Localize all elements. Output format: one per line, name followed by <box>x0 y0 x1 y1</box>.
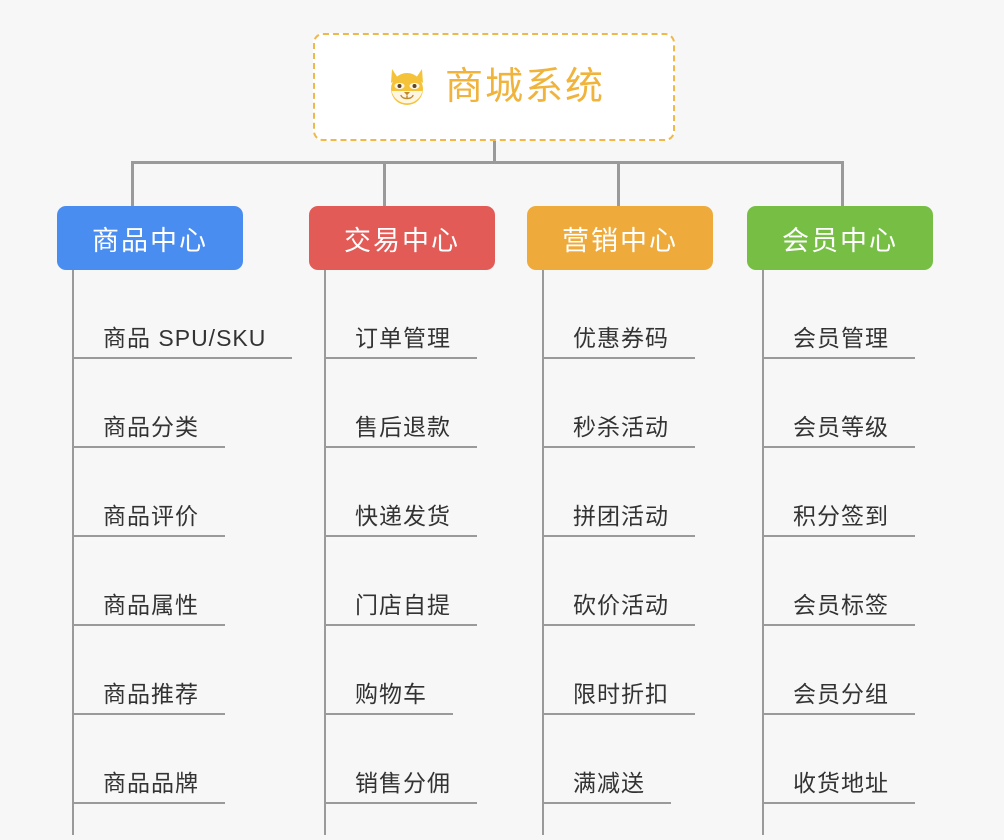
list-item[interactable]: 会员分组 <box>747 626 977 715</box>
shiba-dog-icon <box>383 63 431 111</box>
branch-column-2: 交易中心 订单管理 售后退款 快递发货 门店自提 购物车 销售分佣 <box>309 206 559 835</box>
branch-spine-2 <box>324 270 326 835</box>
list-item[interactable]: 商品 SPU/SKU <box>57 270 307 359</box>
connector-drop-2 <box>383 161 386 208</box>
list-item[interactable]: 收货地址 <box>747 715 977 804</box>
list-item[interactable]: 商品推荐 <box>57 626 307 715</box>
branch-header-label: 交易中心 <box>344 225 460 256</box>
leaf-label: 优惠券码 <box>573 324 669 351</box>
list-item[interactable]: 订单管理 <box>309 270 559 359</box>
branch-header-label: 商品中心 <box>92 225 208 256</box>
leaf-label: 拼团活动 <box>573 502 669 529</box>
root-node[interactable]: 商城系统 <box>313 33 675 141</box>
list-item[interactable]: 会员标签 <box>747 537 977 626</box>
list-item[interactable]: 商品分类 <box>57 359 307 448</box>
leaf-label: 商品属性 <box>103 591 199 618</box>
leaf-label: 会员等级 <box>793 413 889 440</box>
list-item[interactable]: 优惠券码 <box>527 270 757 359</box>
leaf-label: 商品 SPU/SKU <box>103 324 267 351</box>
leaf-label: 收货地址 <box>793 769 889 796</box>
leaf-label: 会员标签 <box>793 591 889 618</box>
leaf-label: 商品分类 <box>103 413 199 440</box>
connector-drop-4 <box>841 161 844 208</box>
leaf-label: 售后退款 <box>355 413 451 440</box>
list-item[interactable]: 商品属性 <box>57 537 307 626</box>
list-item[interactable]: 拼团活动 <box>527 448 757 537</box>
list-item[interactable]: 砍价活动 <box>527 537 757 626</box>
list-item[interactable]: 门店自提 <box>309 537 559 626</box>
leaf-label: 门店自提 <box>355 591 451 618</box>
branch-leaves-4: 会员管理 会员等级 积分签到 会员标签 会员分组 收货地址 <box>747 270 977 804</box>
branch-column-4: 会员中心 会员管理 会员等级 积分签到 会员标签 会员分组 收货地址 <box>747 206 977 835</box>
list-item[interactable]: 秒杀活动 <box>527 359 757 448</box>
leaf-label: 秒杀活动 <box>573 413 669 440</box>
list-item[interactable]: 快递发货 <box>309 448 559 537</box>
list-item[interactable]: 积分签到 <box>747 448 977 537</box>
list-item[interactable]: 会员等级 <box>747 359 977 448</box>
branch-column-1: 商品中心 商品 SPU/SKU 商品分类 商品评价 商品属性 商品推荐 商品品牌 <box>57 206 307 835</box>
list-item[interactable]: 购物车 <box>309 626 559 715</box>
leaf-label: 快递发货 <box>355 502 451 529</box>
branch-leaves-2: 订单管理 售后退款 快递发货 门店自提 购物车 销售分佣 <box>309 270 559 804</box>
list-item[interactable]: 限时折扣 <box>527 626 757 715</box>
branch-spine-4 <box>762 270 764 835</box>
connector-root-stem <box>493 141 496 163</box>
root-title: 商城系统 <box>444 66 605 108</box>
leaf-label: 商品推荐 <box>103 680 199 707</box>
leaf-label: 订单管理 <box>355 324 451 351</box>
branch-header-1[interactable]: 商品中心 <box>57 206 243 270</box>
connector-bus <box>131 161 843 164</box>
branch-header-3[interactable]: 营销中心 <box>527 206 713 270</box>
branch-header-2[interactable]: 交易中心 <box>309 206 495 270</box>
branch-leaves-1: 商品 SPU/SKU 商品分类 商品评价 商品属性 商品推荐 商品品牌 <box>57 270 307 804</box>
leaf-label: 购物车 <box>355 680 427 707</box>
branch-spine-1 <box>72 270 74 835</box>
list-item[interactable]: 销售分佣 <box>309 715 559 804</box>
list-item[interactable]: 商品品牌 <box>57 715 307 804</box>
list-item[interactable]: 商品评价 <box>57 448 307 537</box>
connector-drop-1 <box>131 161 134 208</box>
leaf-label: 商品评价 <box>103 502 199 529</box>
leaf-label: 积分签到 <box>793 502 889 529</box>
list-item[interactable]: 会员管理 <box>747 270 977 359</box>
branch-spine-3 <box>542 270 544 835</box>
branch-header-4[interactable]: 会员中心 <box>747 206 933 270</box>
connector-drop-3 <box>617 161 620 208</box>
branch-header-label: 营销中心 <box>562 225 678 256</box>
leaf-label: 会员分组 <box>793 680 889 707</box>
leaf-label: 砍价活动 <box>573 591 669 618</box>
leaf-label: 会员管理 <box>793 324 889 351</box>
branch-header-label: 会员中心 <box>782 225 898 256</box>
leaf-label: 销售分佣 <box>355 769 451 796</box>
branch-leaves-3: 优惠券码 秒杀活动 拼团活动 砍价活动 限时折扣 满减送 <box>527 270 757 804</box>
leaf-label: 商品品牌 <box>103 769 199 796</box>
leaf-label: 限时折扣 <box>573 680 669 707</box>
branch-column-3: 营销中心 优惠券码 秒杀活动 拼团活动 砍价活动 限时折扣 满减送 <box>527 206 757 835</box>
leaf-label: 满减送 <box>573 769 645 796</box>
list-item[interactable]: 满减送 <box>527 715 757 804</box>
list-item[interactable]: 售后退款 <box>309 359 559 448</box>
